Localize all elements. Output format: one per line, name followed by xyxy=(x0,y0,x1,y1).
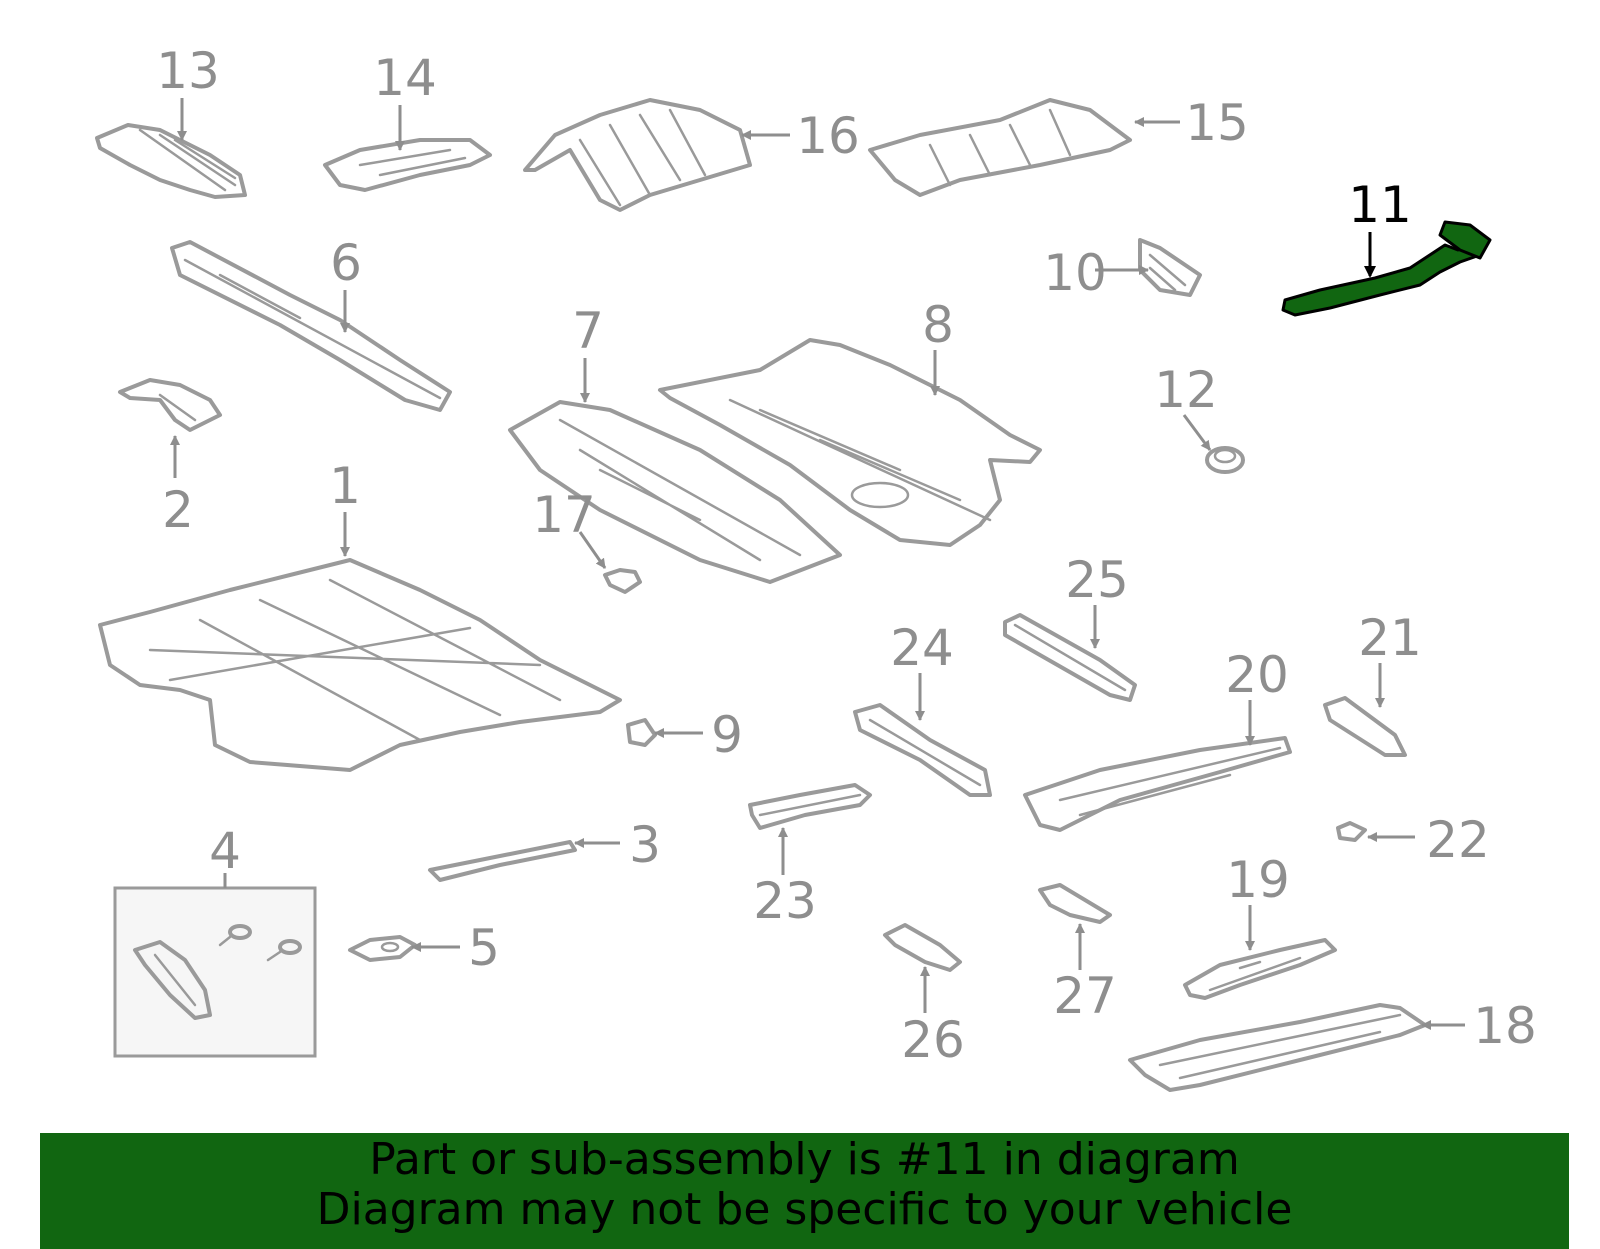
part-25-shape[interactable] xyxy=(1003,613,1137,702)
callout-25: 25 xyxy=(1065,551,1129,609)
part-15-shape[interactable] xyxy=(868,98,1132,197)
part-13-shape[interactable] xyxy=(95,123,247,199)
part-12-shape[interactable] xyxy=(1205,446,1245,474)
callout-1: 1 xyxy=(329,457,361,515)
callout-20: 20 xyxy=(1225,646,1289,704)
banner-part-text: Part or sub-assembly is #11 in diagram xyxy=(369,1134,1240,1185)
callout-23: 23 xyxy=(753,872,817,930)
part-9-shape[interactable] xyxy=(626,718,657,747)
callout-5: 5 xyxy=(468,919,500,977)
part-11-shape[interactable] xyxy=(1281,220,1492,317)
callout-27: 27 xyxy=(1053,967,1117,1025)
info-banner: Part or sub-assembly is #11 in diagram D… xyxy=(40,1133,1569,1249)
callout-19: 19 xyxy=(1226,851,1290,909)
part-7-shape[interactable] xyxy=(508,400,842,584)
callout-11: 11 xyxy=(1348,176,1412,234)
part-16-shape[interactable] xyxy=(523,98,752,212)
callout-4: 4 xyxy=(209,822,241,880)
callout-labels: 13 14 16 15 6 2 10 11 12 7 8 17 1 9 25 2… xyxy=(156,42,1537,1069)
part-4-kit-box[interactable] xyxy=(113,886,317,1058)
callout-7: 7 xyxy=(572,302,604,360)
callout-13: 13 xyxy=(156,42,220,100)
callout-8: 8 xyxy=(922,296,954,354)
part-10-shape[interactable] xyxy=(1138,238,1202,297)
part-8-shape[interactable] xyxy=(658,338,1042,547)
part-24-shape[interactable] xyxy=(853,703,992,797)
callout-24: 24 xyxy=(890,619,954,677)
parts-diagram: 13 14 16 15 6 2 10 11 12 7 8 17 1 9 25 2… xyxy=(95,42,1537,1092)
banner-disclaimer-text: Diagram may not be specific to your vehi… xyxy=(316,1184,1293,1235)
part-23-shape[interactable] xyxy=(748,783,872,830)
part-17-shape[interactable] xyxy=(603,568,642,594)
part-3-shape[interactable] xyxy=(428,840,577,882)
part-20-shape[interactable] xyxy=(1023,736,1292,832)
part-26-shape[interactable] xyxy=(883,923,962,972)
part-6-shape[interactable] xyxy=(170,240,452,412)
callout-9: 9 xyxy=(711,706,743,764)
part-2-shape[interactable] xyxy=(118,378,222,432)
callout-6: 6 xyxy=(330,234,362,292)
callout-26: 26 xyxy=(901,1011,965,1069)
callout-3: 3 xyxy=(629,816,661,874)
part-18-shape[interactable] xyxy=(1128,1003,1427,1092)
callout-10: 10 xyxy=(1043,244,1107,302)
part-1-shape[interactable] xyxy=(98,558,622,772)
part-14-shape[interactable] xyxy=(323,138,492,192)
leader-arrows xyxy=(170,98,1465,1030)
part-19-shape[interactable] xyxy=(1183,938,1337,1000)
part-22-shape[interactable] xyxy=(1336,821,1367,842)
callout-17: 17 xyxy=(532,486,596,544)
callout-18: 18 xyxy=(1473,997,1537,1055)
callout-22: 22 xyxy=(1426,811,1490,869)
part-5-shape[interactable] xyxy=(348,935,417,962)
callout-14: 14 xyxy=(373,49,437,107)
callout-2: 2 xyxy=(162,481,194,539)
callout-12: 12 xyxy=(1154,361,1218,419)
part-21-shape[interactable] xyxy=(1323,696,1407,757)
callout-16: 16 xyxy=(796,107,860,165)
callout-21: 21 xyxy=(1358,609,1422,667)
callout-15: 15 xyxy=(1185,94,1249,152)
part-27-shape[interactable] xyxy=(1038,883,1112,924)
